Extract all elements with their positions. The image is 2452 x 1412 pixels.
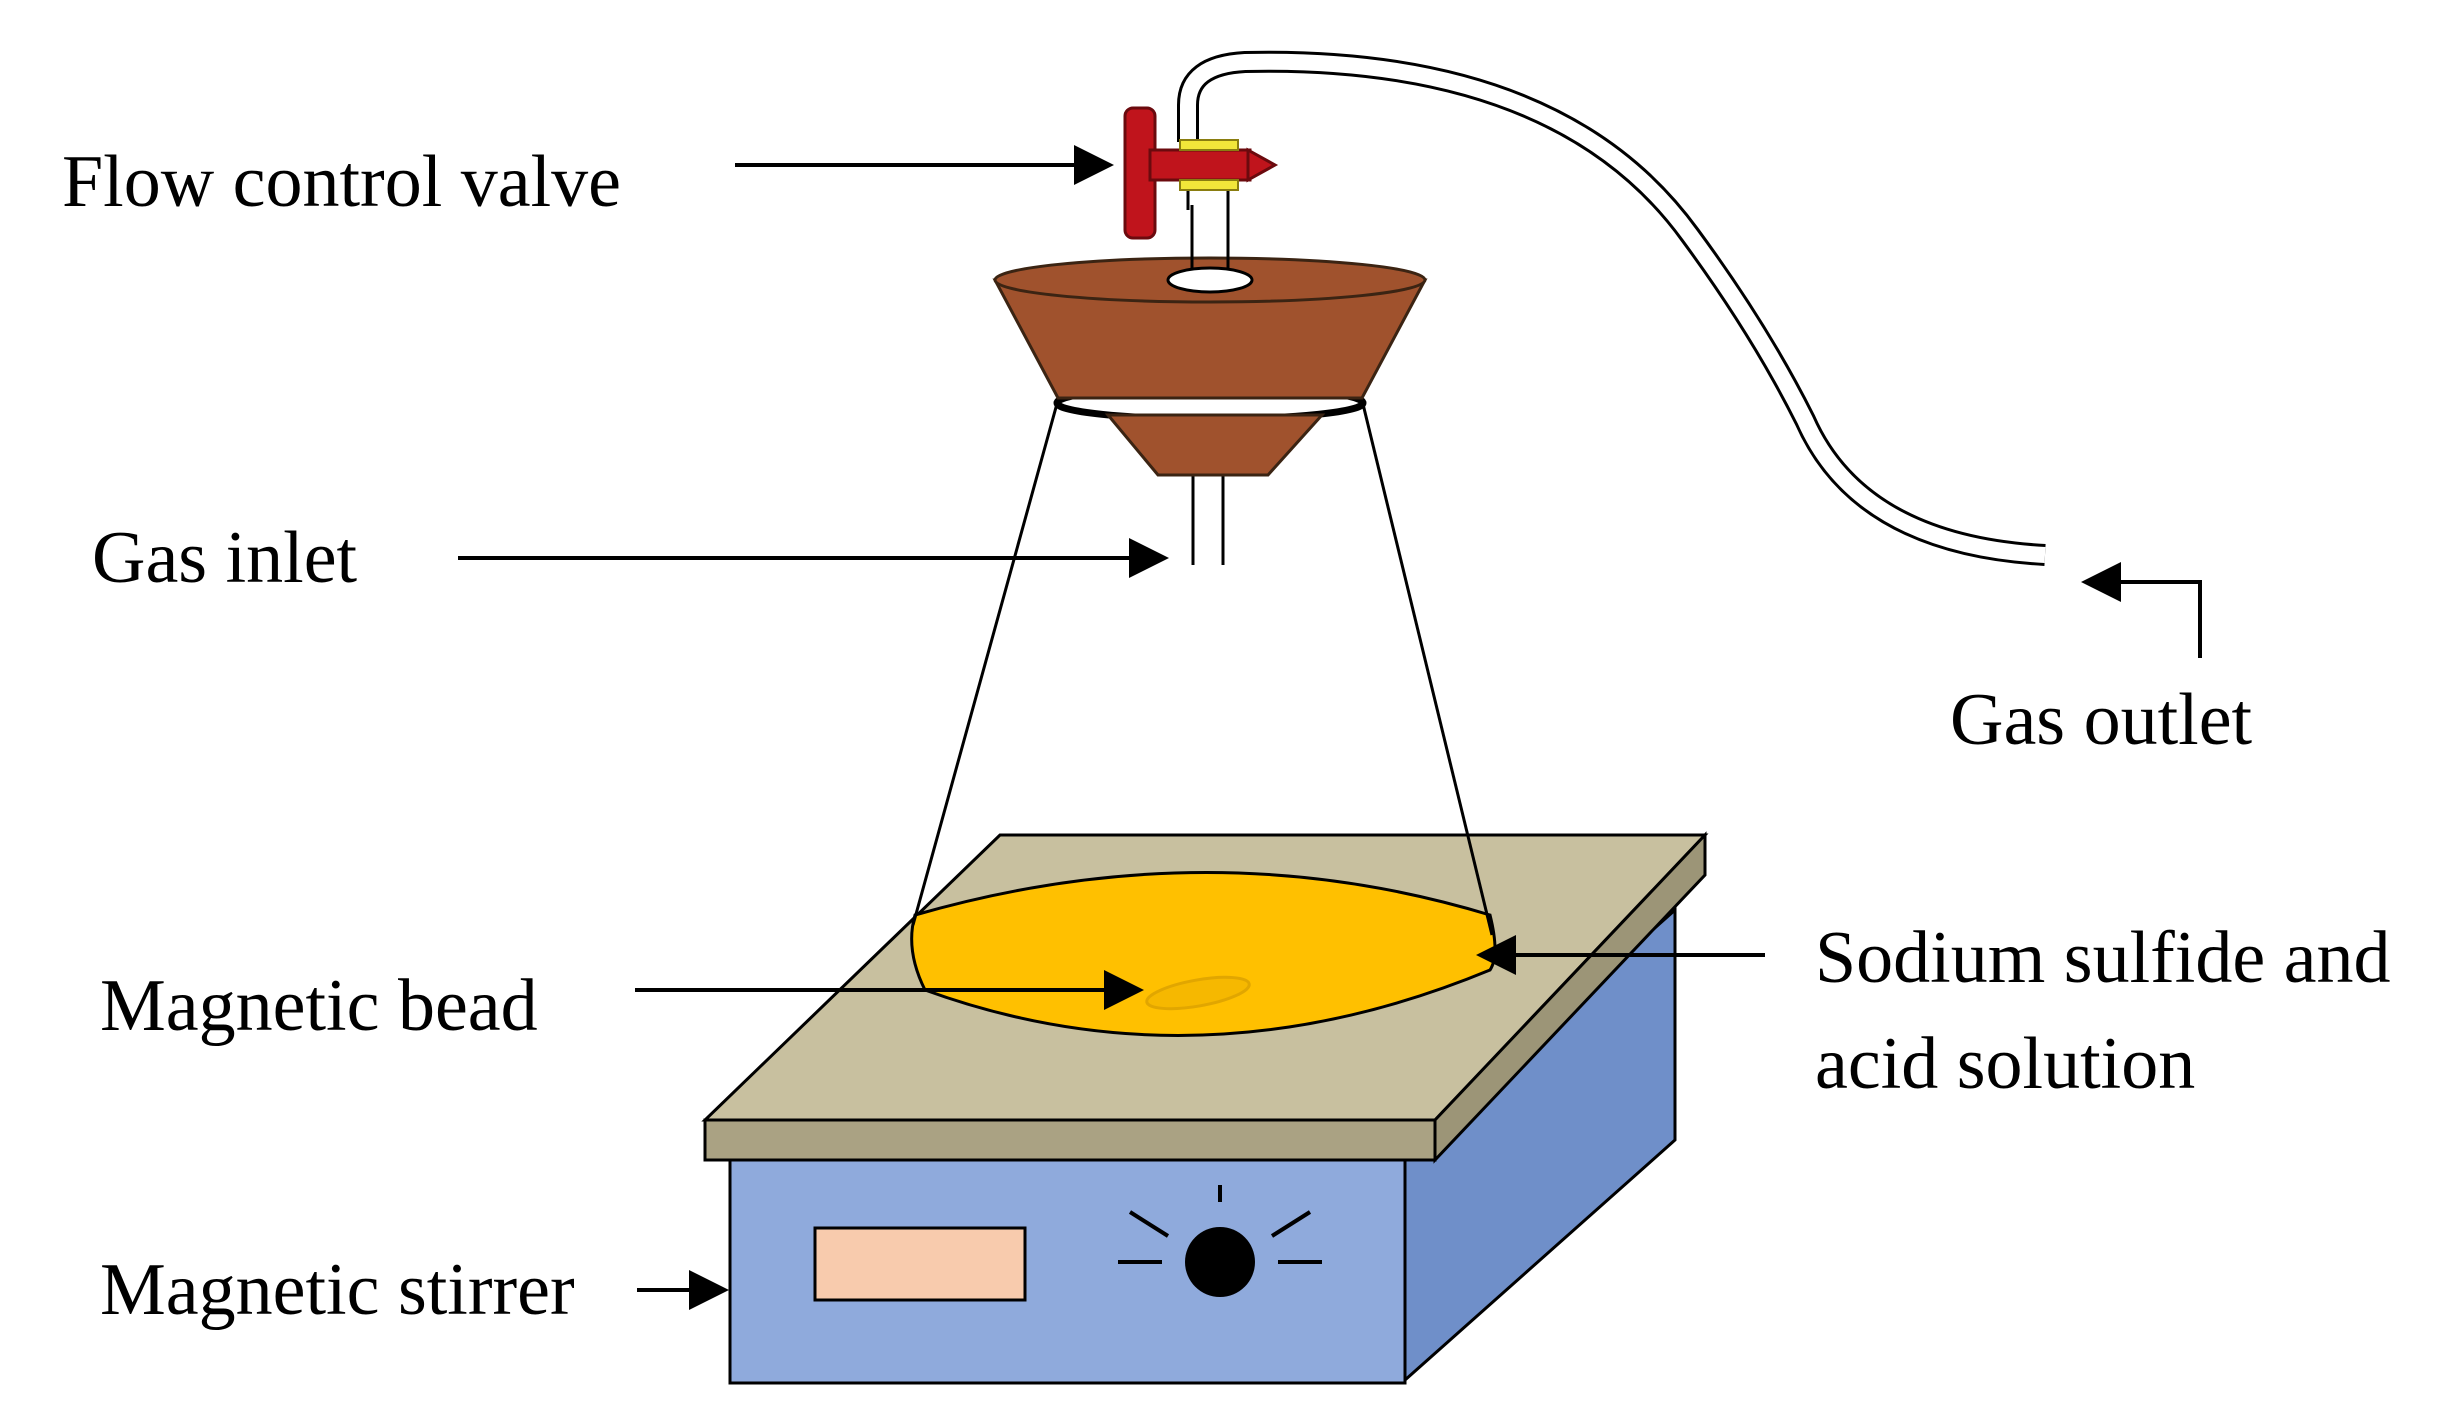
flask-left-wall xyxy=(911,399,1060,926)
label-flow-control-valve: Flow control valve xyxy=(62,141,621,223)
valve-band-top xyxy=(1179,139,1239,151)
stirrer-plate-side-edge xyxy=(1433,831,1707,1164)
callout-arrows xyxy=(458,145,2202,1310)
stopper-lower xyxy=(1104,413,1326,477)
label-magnetic-stirrer: Magnetic stirrer xyxy=(100,1249,575,1331)
arrow-gas-outlet xyxy=(2081,562,2202,658)
magnetic-bead xyxy=(1145,975,1251,1011)
gas-inlet-tube xyxy=(1191,470,1225,565)
valve-band-bottom xyxy=(1179,179,1239,191)
labels: Flow control valve Gas inlet Gas outlet … xyxy=(62,141,2391,1331)
rubber-stopper xyxy=(992,256,1428,477)
stopper-hole xyxy=(1166,266,1254,294)
label-solution-line1: Sodium sulfide and xyxy=(1815,917,2391,999)
stirrer-knob-icon xyxy=(1118,1185,1322,1297)
stirrer-display xyxy=(813,1226,1027,1302)
flow-control-valve xyxy=(1123,106,1279,240)
valve-tip xyxy=(1246,147,1279,183)
label-gas-outlet: Gas outlet xyxy=(1950,679,2253,761)
valve-stem-tube xyxy=(1190,205,1230,270)
valve-stem xyxy=(1148,148,1252,182)
label-gas-inlet: Gas inlet xyxy=(92,517,358,599)
label-magnetic-bead: Magnetic bead xyxy=(100,965,538,1047)
stirrer-plate-front-edge xyxy=(703,1118,1437,1162)
erlenmeyer-flask xyxy=(910,383,1497,1037)
label-solution-line2: acid solution xyxy=(1815,1023,2195,1105)
flask-right-wall xyxy=(1360,399,1494,936)
